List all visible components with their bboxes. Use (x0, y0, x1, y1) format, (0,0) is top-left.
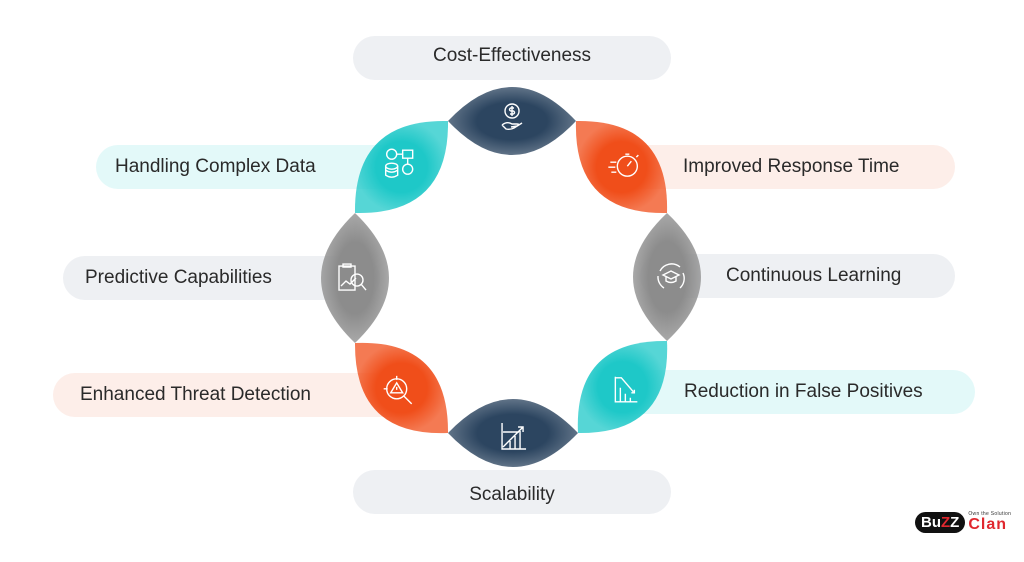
label-text: Cost-Effectiveness (432, 45, 592, 66)
logo-text: Z (941, 514, 951, 531)
petal-teal (577, 340, 668, 434)
growth-chart-icon (501, 422, 527, 450)
logo-tagline: Own the Solution (968, 511, 1012, 517)
petal-navy (448, 87, 576, 155)
stopwatch-icon (608, 153, 639, 177)
petal-orange (575, 120, 668, 214)
label-text: Handling Complex Data (115, 156, 316, 177)
dollar-hand-icon (501, 103, 523, 131)
label-text: Predictive Capabilities (85, 267, 272, 288)
petal-orange (354, 342, 449, 434)
graduation-cycle-icon (657, 263, 685, 289)
label-scalability: Scalability (353, 470, 671, 514)
logo-text: Z (950, 514, 960, 531)
petal-teal (354, 120, 449, 214)
petal-navy (448, 399, 578, 467)
threat-search-icon (383, 375, 413, 405)
label-text: Improved Response Time (683, 156, 900, 177)
label-cost-effectiveness: Cost-Effectiveness (353, 36, 671, 80)
label-reduction-false-positives: Reduction in False Positives (600, 370, 975, 414)
analytics-clipboard-icon (338, 263, 367, 291)
label-text: Reduction in False Positives (684, 381, 923, 402)
logo-clan: Clan (968, 516, 1008, 533)
label-text: Enhanced Threat Detection (80, 384, 311, 405)
label-text: Scalability (469, 484, 555, 505)
label-enhanced-threat-detection: Enhanced Threat Detection (53, 373, 420, 417)
database-network-icon (384, 148, 414, 178)
label-text: Continuous Learning (726, 265, 902, 286)
logo-mark: BuZZ (915, 512, 966, 533)
declining-chart-icon (614, 376, 638, 403)
logo-text: Bu (921, 514, 941, 531)
